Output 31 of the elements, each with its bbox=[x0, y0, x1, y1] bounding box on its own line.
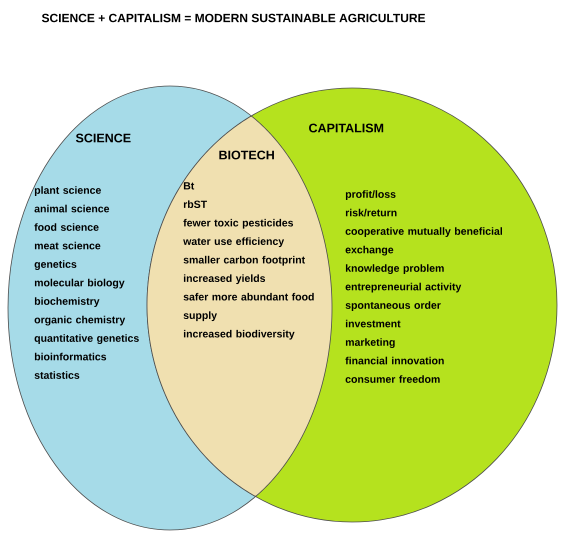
heading: CAPITALISM bbox=[309, 124, 384, 132]
list-item: financial innovation bbox=[345, 356, 444, 364]
list-item: meat science bbox=[34, 242, 100, 250]
list-item: fewer toxic pesticides bbox=[183, 218, 294, 229]
list-item: entrepreneurial activity bbox=[346, 282, 462, 292]
list-item: water use efficiency bbox=[183, 237, 284, 248]
list-item: quantitative genetics bbox=[34, 334, 139, 344]
list-item: risk/return bbox=[346, 208, 396, 217]
list-item: knowledge problem bbox=[346, 264, 444, 274]
list-item: molecular biology bbox=[34, 278, 125, 289]
heading: BIOTECH bbox=[219, 150, 274, 160]
list-item: plant science bbox=[34, 186, 101, 196]
list-item: increased yields bbox=[184, 274, 266, 284]
list-item: organic chemistry bbox=[34, 316, 126, 326]
title: SCIENCE + CAPITALISM = MODERN SUSTAINABLE AGRICULTURE bbox=[42, 14, 426, 22]
list-item: profit/loss bbox=[346, 190, 396, 200]
list-item: investment bbox=[346, 320, 400, 328]
list-item: animal science bbox=[34, 204, 110, 212]
list-item: statistics bbox=[34, 371, 80, 379]
list-item: increased biodiversity bbox=[184, 330, 295, 340]
list-item: genetics bbox=[34, 260, 76, 270]
list-item: marketing bbox=[346, 338, 395, 348]
list-item: spontaneous order bbox=[346, 301, 441, 311]
list-item: smaller carbon footprint bbox=[184, 256, 305, 266]
list-item: consumer freedom bbox=[346, 375, 440, 383]
list-item: biochemistry bbox=[34, 297, 100, 307]
list-item: Bt bbox=[184, 182, 194, 190]
list-item: rbST bbox=[184, 200, 207, 208]
heading: SCIENCE bbox=[76, 134, 131, 142]
list-item: food science bbox=[34, 223, 99, 231]
list-item: bioinformatics bbox=[34, 352, 106, 360]
